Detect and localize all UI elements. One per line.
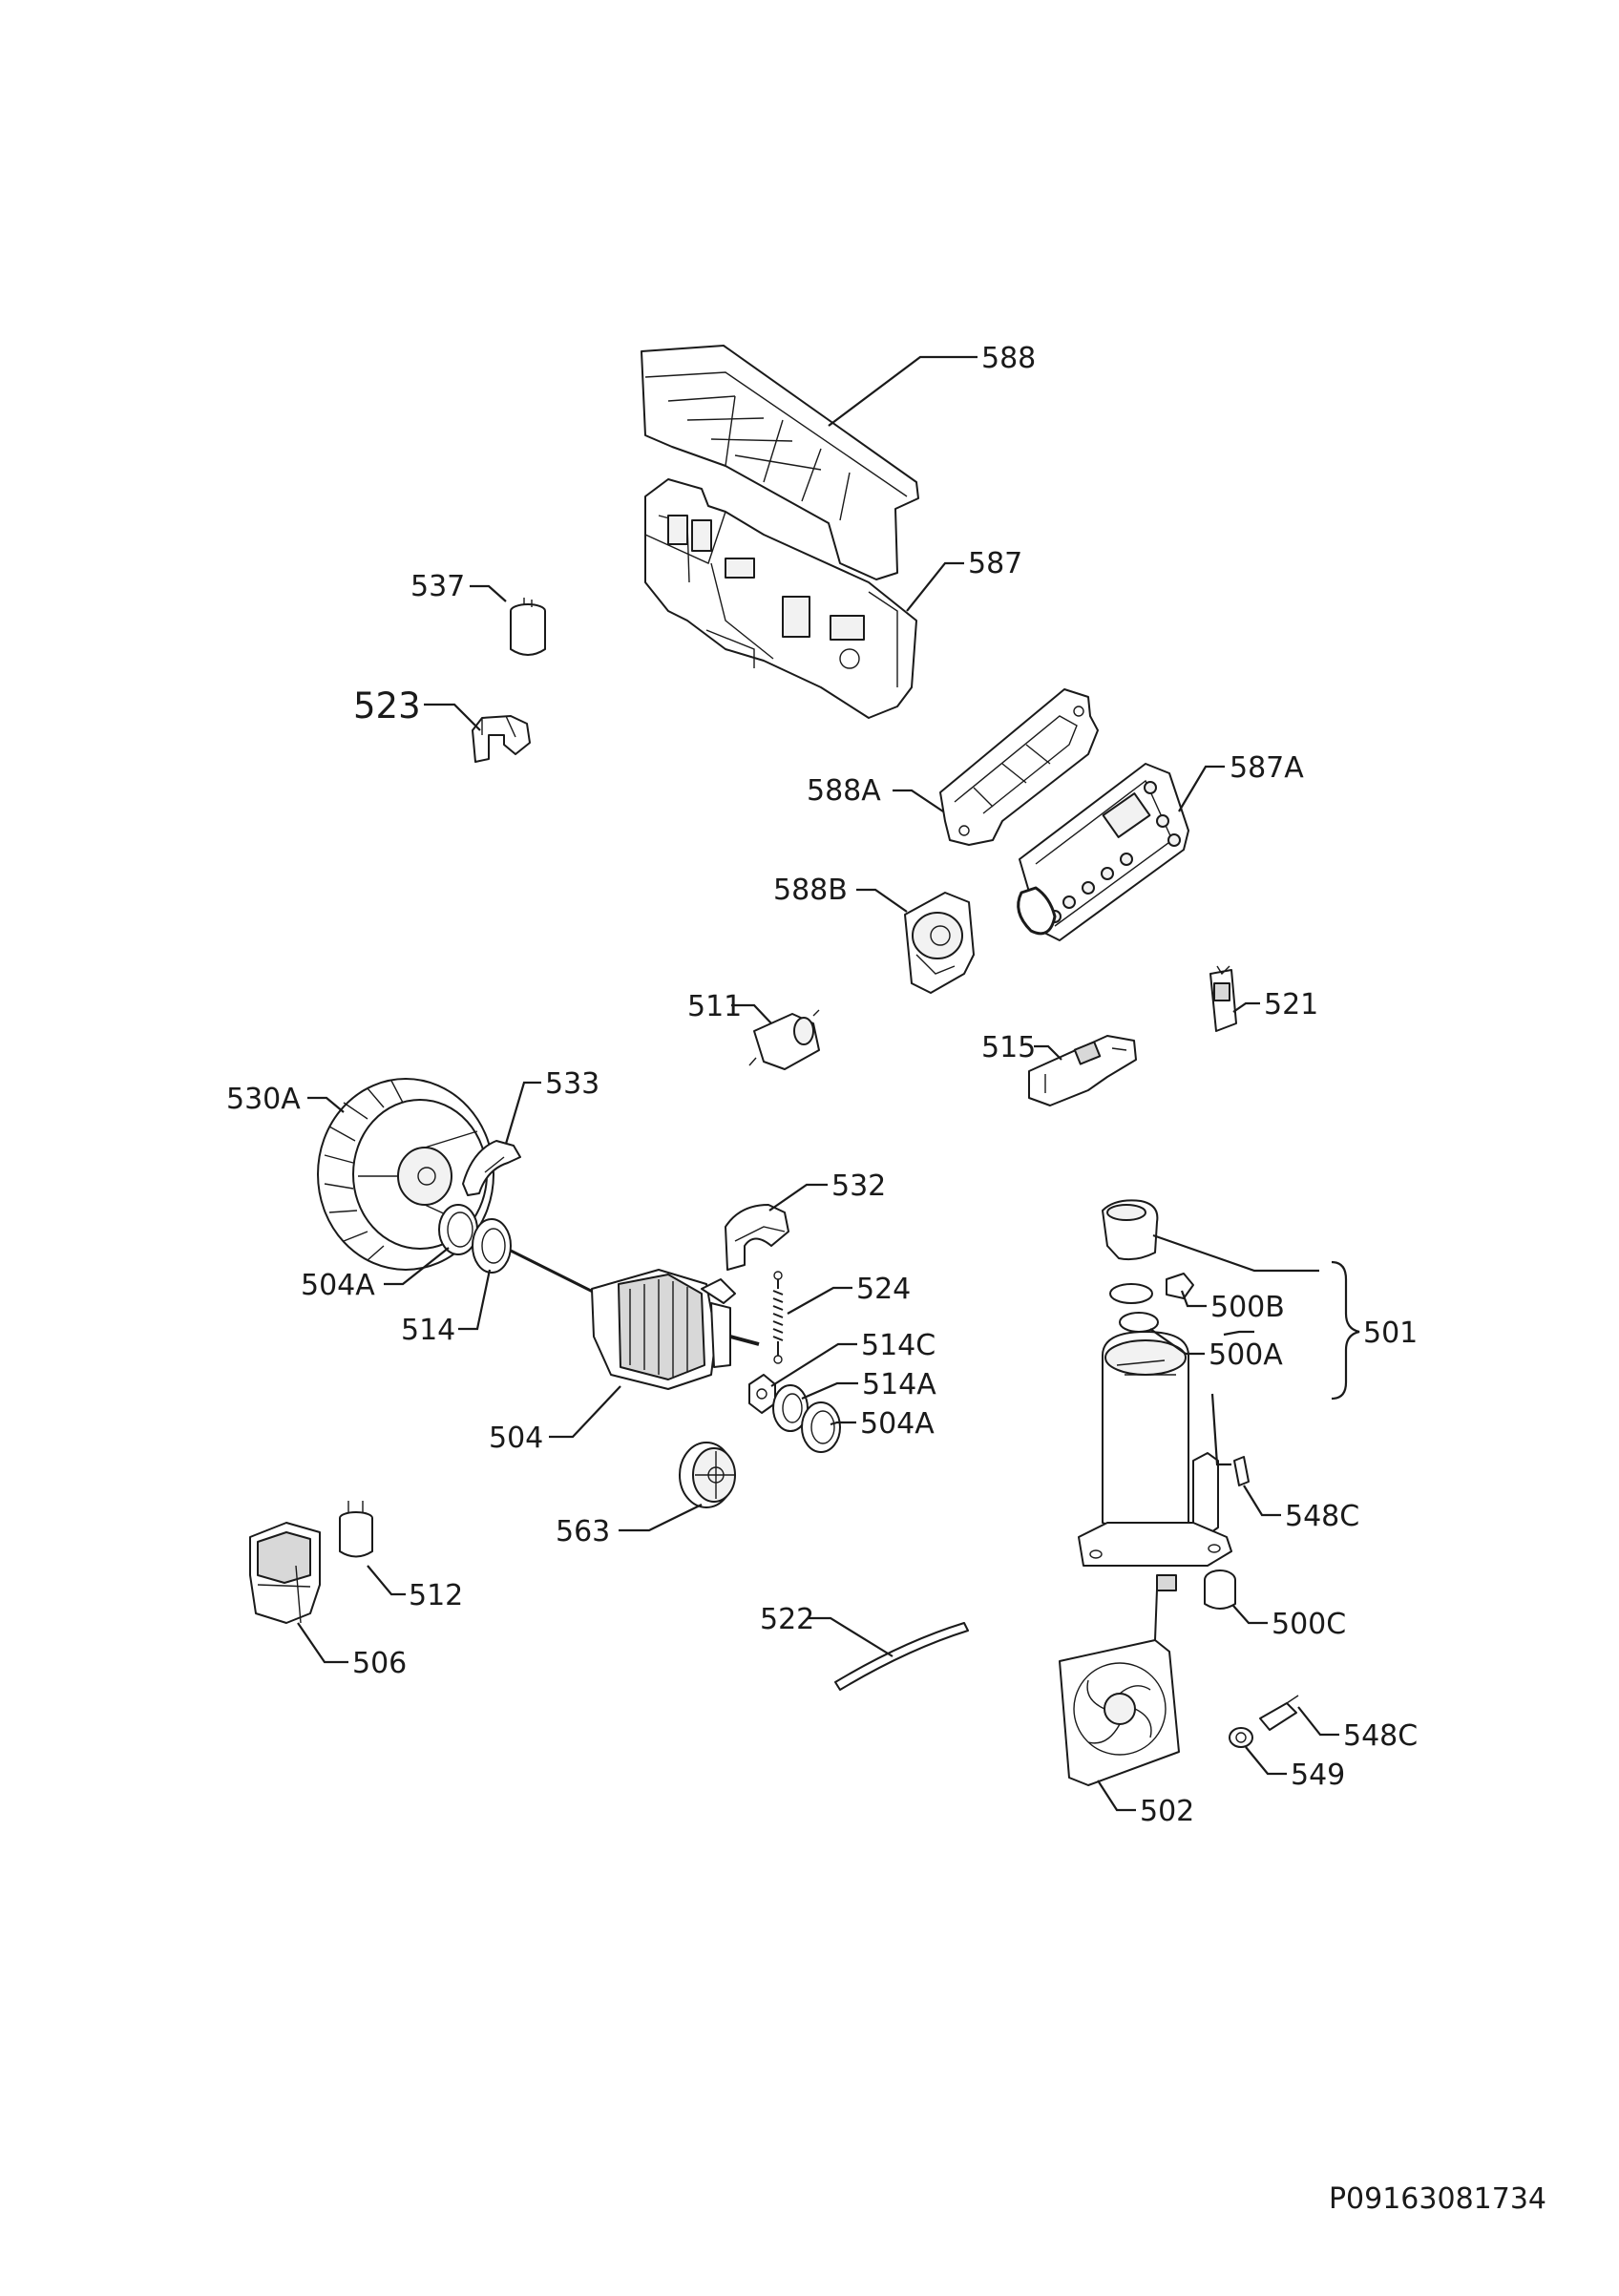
callout-514: 514 (401, 1314, 455, 1347)
callout-563: 563 (556, 1515, 610, 1548)
callout-500A: 500A (1209, 1338, 1283, 1372)
part-clamp-533 (462, 1140, 521, 1196)
callout-587A: 587A (1230, 751, 1304, 785)
part-motor-504 (510, 1249, 760, 1390)
callout-514C: 514C (861, 1329, 936, 1362)
callout-514A: 514A (862, 1368, 936, 1401)
callout-504A-left: 504A (301, 1269, 375, 1302)
part-capacitor-537 (510, 598, 546, 656)
callout-labels: 588 587 537 523 588A 587A 588B 511 521 5… (226, 342, 1418, 1828)
part-control-board-587 (644, 478, 917, 719)
part-compressor-501 (1078, 1199, 1250, 1567)
part-fan-502 (1059, 1574, 1180, 1786)
reference-code: P09163081734 (1329, 2182, 1546, 2216)
part-bracket-532 (725, 1204, 789, 1271)
part-washer-514C (748, 1374, 776, 1414)
callout-504A-right: 504A (860, 1407, 935, 1441)
part-bearing-514 (472, 1218, 512, 1274)
part-grommet-500C (1204, 1569, 1236, 1610)
part-filter-511 (748, 1009, 820, 1070)
callout-521: 521 (1264, 988, 1318, 1022)
callout-523: 523 (353, 685, 421, 727)
part-capacitor-512 (339, 1501, 373, 1558)
part-bracket-588A (939, 688, 1099, 846)
part-nut-549 (1229, 1727, 1253, 1748)
callout-587: 587 (968, 547, 1022, 580)
part-spring-524 (772, 1271, 784, 1364)
callout-549: 549 (1291, 1759, 1345, 1792)
callout-500C: 500C (1272, 1608, 1346, 1641)
part-bearing-514A (772, 1384, 809, 1432)
part-door-lock-515 (1028, 1035, 1137, 1106)
callout-506: 506 (352, 1647, 407, 1680)
callout-502: 502 (1140, 1795, 1194, 1828)
callout-522: 522 (760, 1603, 814, 1636)
callout-588B: 588B (773, 874, 848, 907)
part-strip-522 (834, 1622, 969, 1691)
part-cover-588 (641, 345, 919, 580)
callout-500B: 500B (1210, 1291, 1285, 1324)
callout-524: 524 (856, 1273, 911, 1306)
part-pump-506 (249, 1522, 321, 1624)
part-switch-521 (1209, 965, 1237, 1032)
part-seal-504A-right (801, 1401, 841, 1453)
part-seal-504A-left (438, 1204, 478, 1255)
part-encoder-588B (904, 892, 975, 994)
callout-588: 588 (981, 342, 1036, 375)
callout-533: 533 (545, 1067, 599, 1101)
callout-501: 501 (1363, 1317, 1418, 1350)
part-clip-523 (472, 715, 531, 763)
part-pulley-563 (679, 1442, 736, 1508)
callout-511: 511 (687, 990, 742, 1023)
part-sensor-548C (1259, 1695, 1299, 1731)
callout-515: 515 (981, 1031, 1036, 1064)
callout-548C-top: 548C (1285, 1500, 1359, 1533)
callout-537: 537 (410, 570, 465, 603)
callout-530A: 530A (226, 1083, 301, 1116)
callout-512: 512 (409, 1579, 463, 1612)
callout-588A: 588A (807, 774, 881, 808)
callout-504: 504 (489, 1422, 543, 1455)
callout-532: 532 (831, 1169, 886, 1203)
part-display-board-587A (1017, 763, 1189, 941)
callout-548C-bottom: 548C (1343, 1719, 1418, 1753)
leader-lines (297, 355, 1360, 1812)
